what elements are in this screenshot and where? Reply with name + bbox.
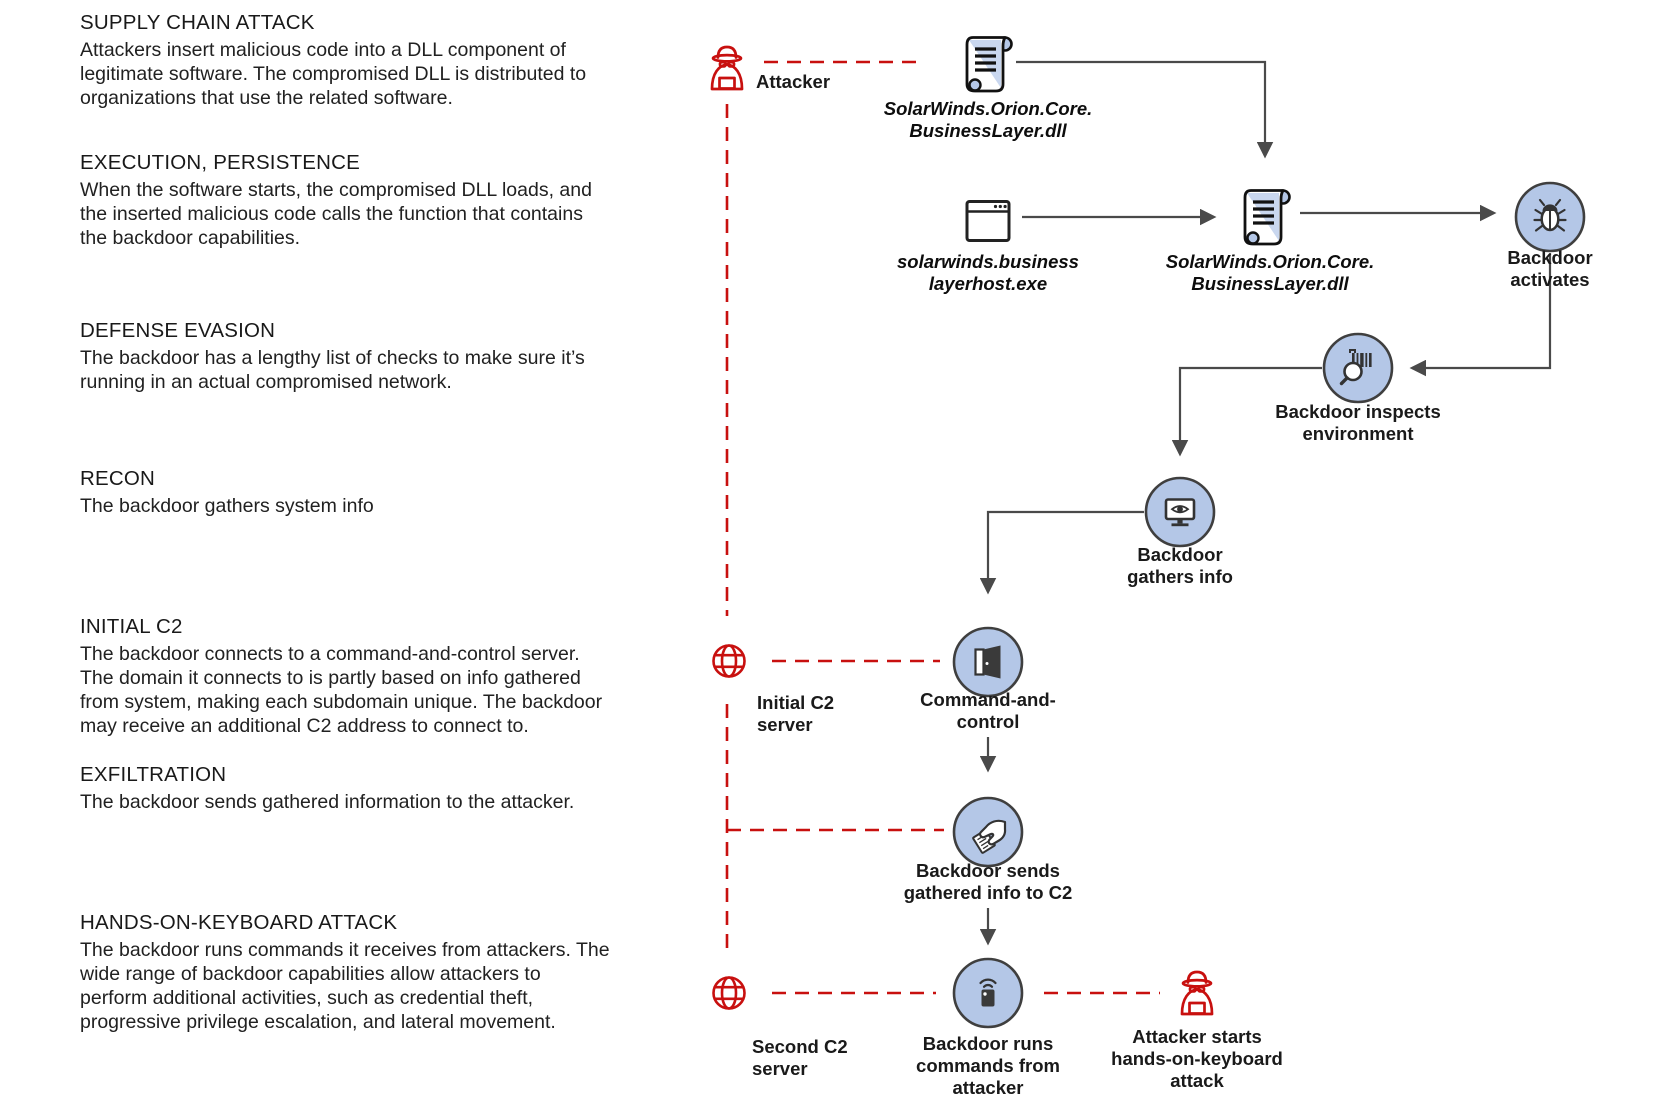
- scroll-file-icon: [965, 36, 1013, 93]
- section-body: Attackers insert malicious code into a D…: [80, 39, 587, 109]
- command-and-control-label: Command-and- control: [920, 689, 1056, 732]
- arrow-activates-to-inspects: [1409, 253, 1552, 377]
- section-execution-persistence: EXECUTION, PERSISTENCE When the software…: [80, 150, 710, 250]
- section-hands-on-keyboard: HANDS-ON-KEYBOARD ATTACK The backdoor ru…: [80, 910, 710, 1034]
- section-title: EXFILTRATION: [80, 763, 227, 786]
- arrow-inspects-to-gathers: [1171, 366, 1322, 457]
- backdoor-sends-label: Backdoor sends gathered info to C2: [903, 860, 1073, 903]
- section-title: EXECUTION, PERSISTENCE: [80, 151, 361, 174]
- node-backdoor-sends: [952, 796, 1024, 868]
- remote-device-icon: [979, 978, 997, 1007]
- bug-icon: [1533, 198, 1567, 232]
- arrow-dll-to-loaded-dll: [1016, 60, 1274, 159]
- section-title: HANDS-ON-KEYBOARD ATTACK: [80, 911, 398, 934]
- spy-attacker-icon: [710, 45, 744, 91]
- node-backdoor-gathers: [1144, 476, 1216, 548]
- globe-icon: [712, 976, 746, 1010]
- loaded-dll-label: SolarWinds.Orion.Core. BusinessLayer.dll: [1165, 251, 1375, 294]
- section-body: The backdoor has a lengthy list of check…: [80, 347, 585, 393]
- globe-icon: [712, 644, 746, 678]
- section-exfiltration: EXFILTRATION The backdoor sends gathered…: [80, 762, 710, 814]
- node-command-and-control: [952, 626, 1024, 698]
- section-body: The backdoor connects to a command-and-c…: [80, 643, 603, 737]
- section-title: INITIAL C2: [80, 615, 183, 638]
- open-door-icon: [974, 645, 1001, 679]
- section-body: When the software starts, the compromise…: [80, 179, 592, 249]
- magnifier-barcode-icon: [1339, 349, 1372, 386]
- exe-host-label: solarwinds.business layerhost.exe: [897, 251, 1079, 294]
- backdoor-activates-label: Backdoor activates: [1507, 247, 1593, 290]
- section-body: The backdoor runs commands it receives f…: [80, 939, 610, 1033]
- spy-attacker-icon: [1180, 970, 1214, 1016]
- second-c2-server-label: Second C2 server: [752, 1036, 848, 1079]
- arrow-gathers-to-cnc: [979, 510, 1144, 595]
- hand-sends-info-icon: [972, 819, 1007, 854]
- node-backdoor-runs: [952, 957, 1024, 1029]
- section-initial-c2: INITIAL C2 The backdoor connects to a co…: [80, 614, 710, 738]
- section-title: SUPPLY CHAIN ATTACK: [80, 11, 315, 34]
- scroll-file-icon: [1243, 189, 1291, 246]
- section-title: DEFENSE EVASION: [80, 319, 276, 342]
- monitor-eye-icon: [1164, 498, 1196, 527]
- section-title: RECON: [80, 467, 156, 490]
- backdoor-gathers-label: Backdoor gathers info: [1127, 544, 1233, 587]
- app-window-icon: [965, 200, 1011, 242]
- section-supply-chain: SUPPLY CHAIN ATTACK Attackers insert mal…: [80, 10, 710, 110]
- initial-c2-server-label: Initial C2 server: [757, 692, 835, 735]
- backdoor-inspects-label: Backdoor inspects environment: [1275, 401, 1441, 444]
- section-body: The backdoor sends gathered information …: [80, 791, 575, 813]
- section-body: The backdoor gathers system info: [80, 495, 374, 517]
- section-recon: RECON The backdoor gathers system info: [80, 466, 710, 518]
- backdoor-runs-label: Backdoor runs commands from attacker: [916, 1033, 1060, 1098]
- attacker-hok-label: Attacker starts hands-on-keyboard attack: [1111, 1026, 1283, 1091]
- section-defense-evasion: DEFENSE EVASION The backdoor has a lengt…: [80, 318, 710, 394]
- node-backdoor-inspects: [1322, 332, 1394, 404]
- compromised-dll-label: SolarWinds.Orion.Core. BusinessLayer.dll: [883, 98, 1093, 141]
- attacker-label: Attacker: [756, 71, 831, 92]
- node-backdoor-activates: [1514, 181, 1586, 253]
